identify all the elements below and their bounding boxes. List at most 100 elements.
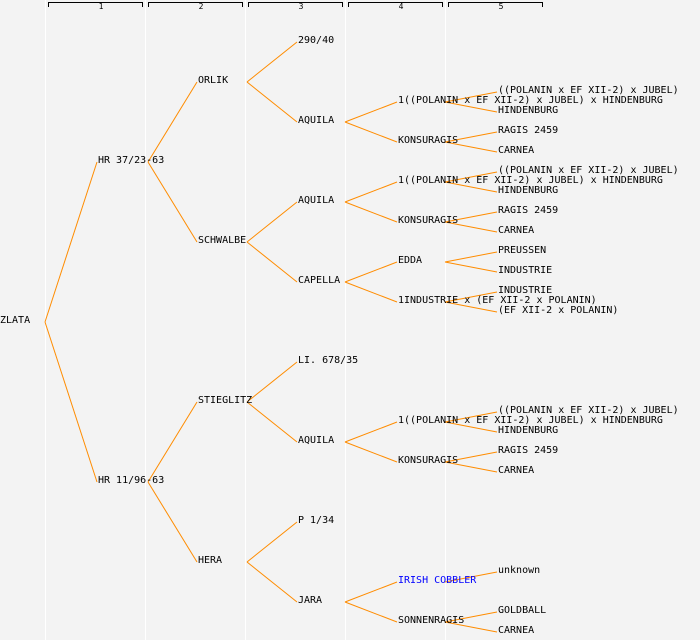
pedigree-ancestor-gen2: ORLIK	[198, 75, 229, 86]
generation-number: 5	[498, 2, 504, 11]
pedigree-connector-line	[444, 411, 498, 423]
pedigree-ancestor-gen3: LI. 678/35	[298, 355, 359, 366]
pedigree-ancestor-gen5: (EF XII-2 x POLANIN)	[498, 305, 619, 316]
pedigree-ancestor-gen5: INDUSTRIE	[498, 285, 553, 296]
pedigree-ancestor-gen5: unknown	[498, 565, 541, 576]
pedigree-ancestor-gen3: 290/40	[298, 35, 335, 46]
pedigree-connector-line	[444, 451, 498, 463]
generation-bracket	[448, 2, 543, 7]
pedigree-connector-line	[444, 211, 498, 223]
pedigree-ancestor-gen5: ((POLANIN x EF XII-2) x JUBEL)	[498, 165, 679, 176]
pedigree-connector-line	[444, 101, 498, 113]
pedigree-connector-line	[444, 141, 498, 153]
pedigree-connector-line	[147, 481, 198, 563]
pedigree-connector-line	[246, 561, 298, 603]
pedigree-connector-line	[246, 41, 298, 83]
pedigree-connector-line	[444, 421, 498, 433]
pedigree-connector-line	[147, 401, 198, 483]
pedigree-subject: ZLATA	[0, 315, 31, 326]
column-separator	[345, 0, 346, 640]
pedigree-connector-line	[246, 401, 298, 443]
pedigree-ancestor-gen5: RAGIS 2459	[498, 125, 559, 136]
pedigree-connector-line	[44, 161, 98, 323]
pedigree-ancestor-gen5: RAGIS 2459	[498, 445, 559, 456]
pedigree-ancestor-gen4: 1((POLANIN x EF XII-2) x JUBEL) x HINDEN…	[398, 415, 663, 426]
pedigree-connector-line	[444, 291, 498, 303]
pedigree-connector-line	[444, 181, 498, 193]
pedigree-ancestor-gen5: CARNEA	[498, 145, 535, 156]
pedigree-ancestor-gen5: GOLDBALL	[498, 605, 547, 616]
pedigree-ancestor-gen4: 1INDUSTRIE x (EF XII-2 x POLANIN)	[398, 295, 597, 306]
pedigree-ancestor-gen4[interactable]: IRISH COBBLER	[398, 575, 477, 586]
pedigree-connector-line	[344, 121, 398, 143]
pedigree-ancestor-gen4: 1((POLANIN x EF XII-2) x JUBEL) x HINDEN…	[398, 175, 663, 186]
generation-bracket	[248, 2, 343, 7]
pedigree-connector-line	[444, 261, 498, 273]
pedigree-connector-line	[444, 571, 498, 583]
pedigree-ancestor-gen5: ((POLANIN x EF XII-2) x JUBEL)	[498, 85, 679, 96]
pedigree-connector-line	[246, 241, 298, 283]
generation-bracket	[48, 2, 143, 7]
pedigree-connector-line	[344, 101, 398, 123]
pedigree-ancestor-gen4: KONSURAGIS	[398, 215, 459, 226]
pedigree-ancestor-gen3: AQUILA	[298, 195, 335, 206]
pedigree-connector-line	[344, 581, 398, 603]
pedigree-ancestor-gen3: P 1/34	[298, 515, 335, 526]
pedigree-ancestor-gen5: HINDENBURG	[498, 105, 559, 116]
pedigree-ancestor-gen5: ((POLANIN x EF XII-2) x JUBEL)	[498, 405, 679, 416]
pedigree-ancestor-gen4: EDDA	[398, 255, 423, 266]
pedigree-ancestor-gen3: CAPELLA	[298, 275, 341, 286]
generation-number: 4	[398, 2, 404, 11]
pedigree-ancestor-gen4: SONNENRAGIS	[398, 615, 465, 626]
pedigree-ancestor-gen1: HR 37/23-63	[98, 155, 165, 166]
generation-number: 2	[198, 2, 204, 11]
pedigree-ancestor-gen5: INDUSTRIE	[498, 265, 553, 276]
generation-bracket	[148, 2, 243, 7]
pedigree-connector-line	[444, 621, 498, 633]
pedigree-connector-line	[147, 81, 198, 163]
pedigree-ancestor-gen2: STIEGLITZ	[198, 395, 253, 406]
pedigree-connector-line	[246, 81, 298, 123]
pedigree-connector-line	[147, 161, 198, 243]
pedigree-ancestor-gen5: PREUSSEN	[498, 245, 547, 256]
pedigree-connector-line	[344, 261, 398, 283]
pedigree-connector-line	[246, 361, 298, 403]
pedigree-connector-line	[444, 91, 498, 103]
pedigree-ancestor-gen3: JARA	[298, 595, 323, 606]
generation-number: 1	[98, 2, 104, 11]
pedigree-connector-line	[344, 441, 398, 463]
pedigree-ancestor-gen4: 1((POLANIN x EF XII-2) x JUBEL) x HINDEN…	[398, 95, 663, 106]
pedigree-ancestor-gen5: HINDENBURG	[498, 425, 559, 436]
pedigree-ancestor-gen2: HERA	[198, 555, 223, 566]
column-separator	[445, 0, 446, 640]
generation-number: 3	[298, 2, 304, 11]
pedigree-ancestor-gen3: AQUILA	[298, 435, 335, 446]
pedigree-connector-line	[344, 421, 398, 443]
pedigree-connector-line	[344, 281, 398, 303]
pedigree-connector-line	[444, 611, 498, 623]
column-separator	[245, 0, 246, 640]
pedigree-connector-line	[344, 601, 398, 623]
column-separator	[145, 0, 146, 640]
pedigree-connector-line	[444, 221, 498, 233]
pedigree-ancestor-gen5: RAGIS 2459	[498, 205, 559, 216]
pedigree-connector-line	[344, 201, 398, 223]
pedigree-connector-line	[444, 301, 498, 313]
pedigree-connector-line	[44, 321, 98, 483]
pedigree-connector-line	[344, 181, 398, 203]
pedigree-ancestor-gen5: CARNEA	[498, 465, 535, 476]
pedigree-connector-line	[246, 201, 298, 243]
generation-bracket	[348, 2, 443, 7]
pedigree-ancestor-gen5: CARNEA	[498, 625, 535, 636]
pedigree-ancestor-gen3: AQUILA	[298, 115, 335, 126]
pedigree-connector-line	[444, 171, 498, 183]
pedigree-ancestor-gen5: HINDENBURG	[498, 185, 559, 196]
pedigree-ancestor-gen2: SCHWALBE	[198, 235, 247, 246]
pedigree-ancestor-gen4: KONSURAGIS	[398, 135, 459, 146]
pedigree-connector-line	[444, 131, 498, 143]
pedigree-connector-line	[246, 521, 298, 563]
pedigree-connector-line	[444, 461, 498, 473]
pedigree-ancestor-gen1: HR 11/96-63	[98, 475, 165, 486]
pedigree-ancestor-gen5: CARNEA	[498, 225, 535, 236]
